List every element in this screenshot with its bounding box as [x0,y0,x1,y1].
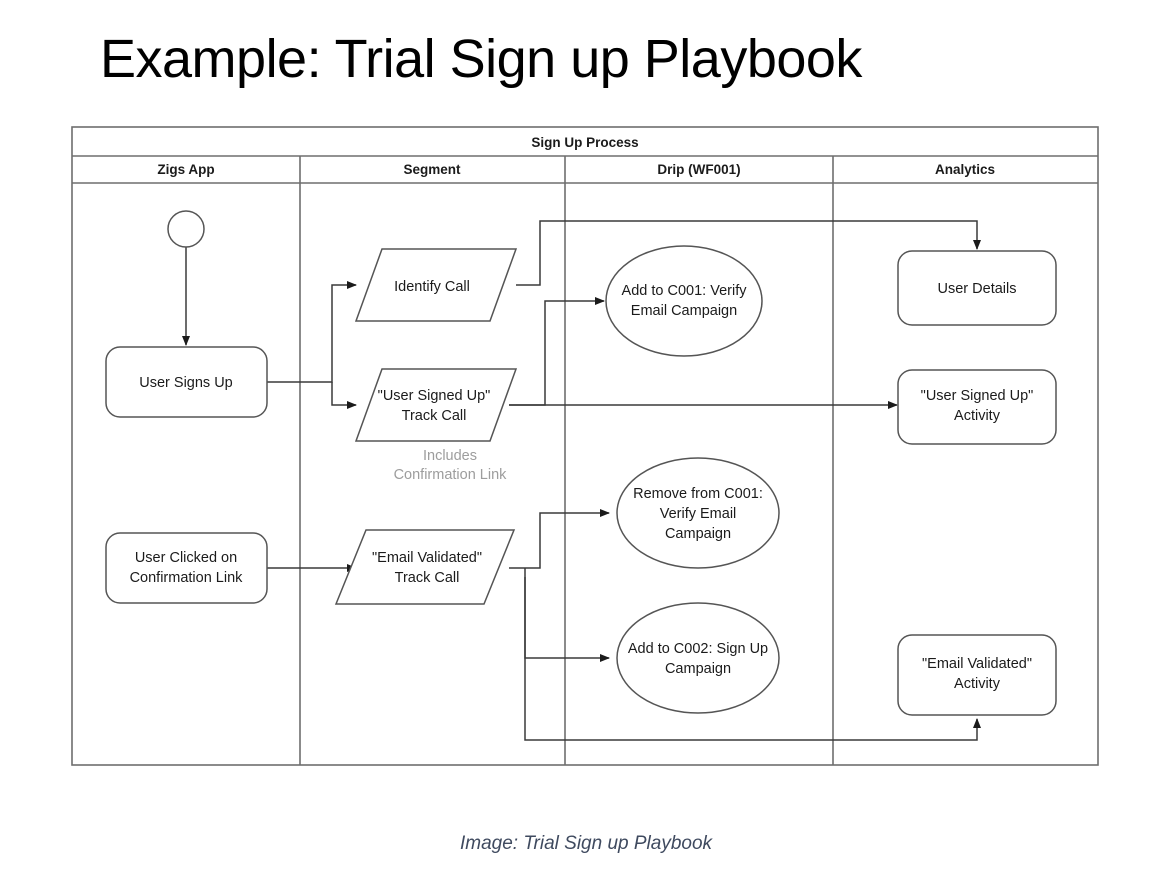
node-user-clicked-confirmation-line2: Confirmation Link [130,570,244,586]
connector-email-validated-to-activity [524,577,981,741]
lane-header-zigs-app: Zigs App [157,162,214,177]
node-identify-call[interactable]: Identify Call [354,248,518,322]
node-remove-from-c001-line1: Remove from C001: [633,486,763,502]
node-email-validated-activity-line1: "Email Validated" [922,656,1032,672]
connector-track-call-to-add-c001 [509,297,605,406]
node-user-details-label: User Details [938,281,1017,297]
connector-email-validated-to-add-c002 [524,568,610,662]
connector-identify-call-to-user-details [516,220,981,286]
connector-signup-to-track-call [331,382,357,409]
node-add-to-c001-line1: Add to C001: Verify [622,283,748,299]
node-add-to-c002-line1: Add to C002: Sign Up [628,641,768,657]
annotation-line2: Confirmation Link [394,467,508,483]
annotation-line1: Includes [423,448,477,464]
image-caption: Image: Trial Sign up Playbook [459,833,713,854]
node-user-signed-up-activity-line2: Activity [954,408,1001,424]
connector-email-validated-to-remove-c001 [509,509,610,569]
connector-signup-to-identify-call [267,281,357,383]
node-email-validated-track-call[interactable]: "Email Validated" Track Call [334,529,516,605]
node-add-to-c001[interactable]: Add to C001: Verify Email Campaign [605,245,763,357]
node-add-to-c002[interactable]: Add to C002: Sign Up Campaign [616,602,780,714]
connectors [182,220,981,741]
node-add-to-c002-line2: Campaign [665,661,731,677]
node-user-signed-up-track-line2: Track Call [402,408,467,424]
node-user-signed-up-track-line1: "User Signed Up" [378,388,491,404]
node-email-validated-track-line2: Track Call [395,570,460,586]
swimlane-diagram: Sign Up Process Zigs App Segment Drip (W… [71,126,1099,766]
pool-title: Sign Up Process [531,135,638,150]
node-identify-call-label: Identify Call [394,279,470,295]
node-remove-from-c001[interactable]: Remove from C001: Verify Email Campaign [616,457,780,569]
node-user-signed-up-track-call[interactable]: "User Signed Up" Track Call [354,368,518,442]
pool-frame [71,126,1099,766]
node-add-to-c001-line2: Email Campaign [631,303,737,319]
page-title: Example: Trial Sign up Playbook [100,29,862,89]
node-user-signed-up-activity[interactable]: "User Signed Up" Activity [897,369,1057,445]
node-remove-from-c001-line3: Campaign [665,526,731,542]
node-start[interactable] [167,210,205,248]
lane-header-analytics: Analytics [935,162,995,177]
lane-header-drip: Drip (WF001) [657,162,740,177]
node-user-signs-up-label: User Signs Up [139,375,232,391]
node-user-clicked-confirmation-line1: User Clicked on [135,550,237,566]
node-user-signed-up-activity-line1: "User Signed Up" [921,388,1034,404]
node-email-validated-activity-line2: Activity [954,676,1001,692]
node-email-validated-track-line1: "Email Validated" [372,550,482,566]
node-email-validated-activity[interactable]: "Email Validated" Activity [897,634,1057,716]
node-user-clicked-confirmation[interactable]: User Clicked on Confirmation Link [105,532,268,604]
node-user-signs-up[interactable]: User Signs Up [105,346,268,418]
node-user-details[interactable]: User Details [897,250,1057,326]
annotation-includes-confirmation-link: Includes Confirmation Link [394,448,508,483]
node-remove-from-c001-line2: Verify Email [660,506,737,522]
lane-header-segment: Segment [403,162,461,177]
